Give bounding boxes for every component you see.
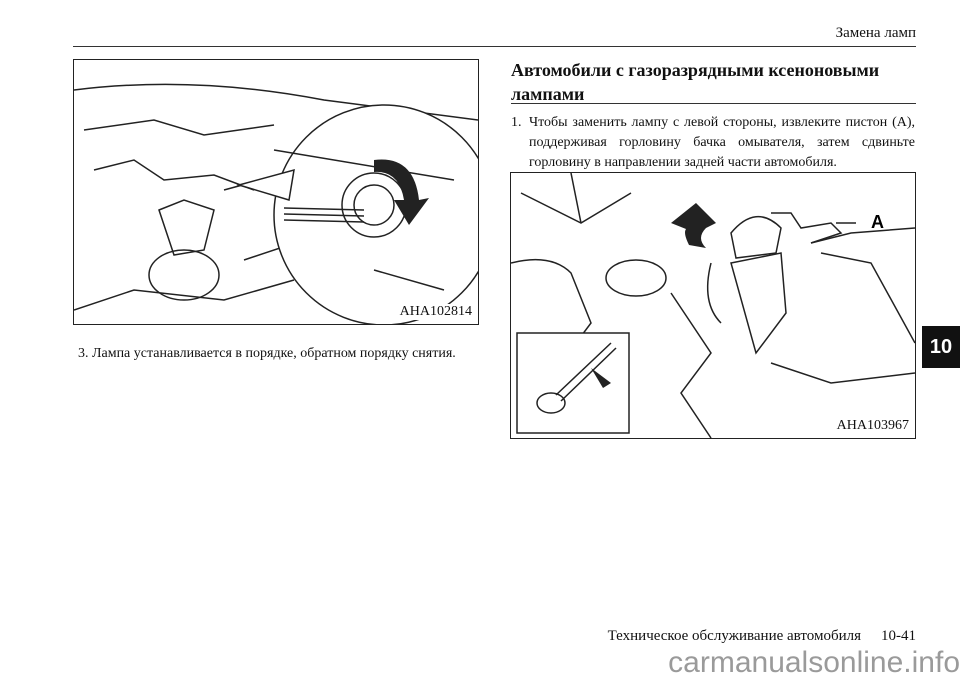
step-number: 1. [511, 115, 522, 130]
figure-headlamp-bulb: AHA102814 [73, 59, 479, 325]
step-1: 1. Чтобы заменить лампу с левой стороны,… [511, 113, 915, 173]
page-number: 10-41 [881, 628, 916, 644]
running-header: Замена ламп [835, 25, 916, 41]
chapter-tab: 10 [922, 326, 960, 368]
watermark: carmanualsonline.info [668, 646, 960, 679]
section-title: Автомобили с газоразрядными ксеноновыми … [511, 60, 880, 104]
figure-code: AHA103967 [834, 418, 911, 434]
section-rule [511, 103, 916, 104]
footer: Техническое обслуживание автомобиля 10-41 [608, 628, 916, 645]
step-3: 3. Лампа устанавливается в порядке, обра… [78, 346, 456, 362]
figure-code: AHA102814 [397, 304, 474, 320]
callout-a: A [871, 212, 884, 232]
figure-washer-filler: A AHA103967 [510, 172, 916, 439]
washer-illustration: A [511, 173, 915, 438]
step-text: Лампа устанавливается в порядке, обратно… [92, 346, 456, 361]
footer-title: Техническое обслуживание автомобиля [607, 628, 861, 644]
step-number: 3. [78, 346, 89, 361]
headlamp-illustration [74, 83, 478, 324]
step-text: Чтобы заменить лампу с левой стороны, из… [529, 115, 915, 170]
header-rule [73, 46, 916, 47]
